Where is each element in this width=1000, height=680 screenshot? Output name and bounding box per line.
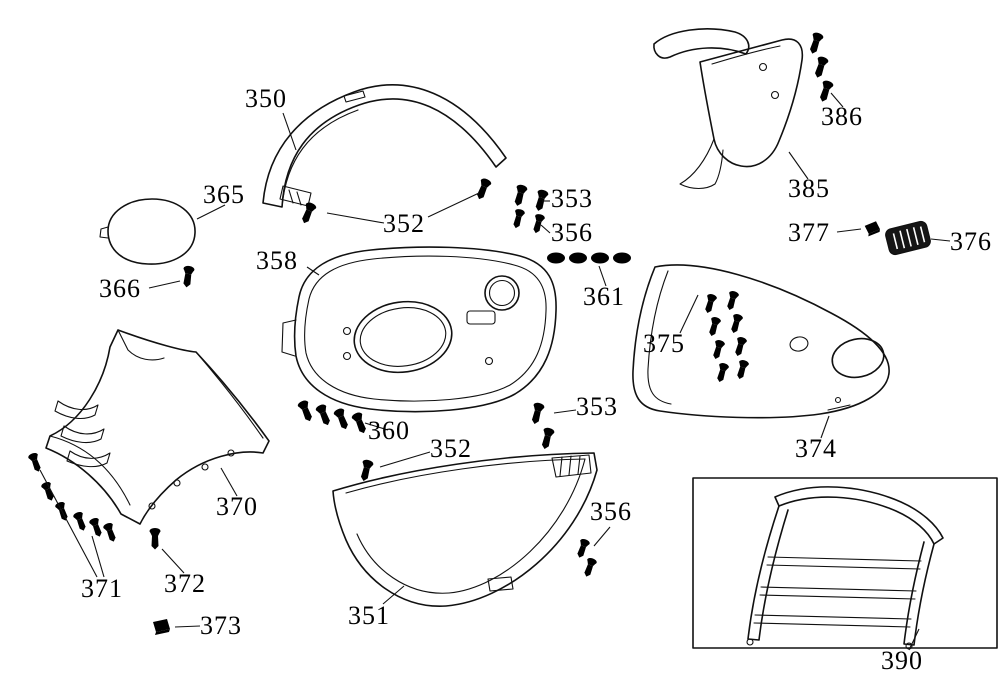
part-386-screws [807, 31, 835, 104]
clip-icon [864, 220, 881, 237]
screw-icon [702, 293, 718, 315]
part-label-358: 358 [256, 246, 298, 275]
part-373-clip [153, 619, 170, 635]
part-label-374: 374 [795, 434, 837, 463]
part-label-352-mid: 352 [430, 434, 472, 463]
screw-icon [734, 359, 750, 381]
part-label-371: 371 [81, 574, 123, 603]
screw-icon [149, 528, 161, 550]
part-375-screws [702, 290, 750, 384]
leader-lines [39, 92, 951, 651]
screw-icon [574, 537, 591, 560]
part-label-353-mid: 353 [576, 392, 618, 421]
part-360-bolts [296, 399, 370, 436]
part-label-375: 375 [643, 329, 685, 358]
screw-icon [530, 213, 546, 235]
part-353-mid-screws [529, 401, 556, 451]
screw-icon [728, 313, 744, 335]
screw-icon [314, 403, 334, 428]
washer-icon [547, 252, 565, 264]
part-label-361: 361 [583, 282, 625, 311]
part-label-356-lower: 356 [590, 497, 632, 526]
part-390-box [692, 477, 998, 649]
screw-icon [358, 458, 375, 483]
washer-icon [591, 252, 609, 264]
screw-icon [581, 556, 598, 579]
washer-icon [569, 252, 587, 264]
part-361-washers [547, 252, 631, 264]
part-390-carrier-drawing [746, 486, 944, 650]
part-356-lower-screws [574, 537, 598, 579]
part-label-390: 390 [881, 646, 923, 675]
part-label-385: 385 [788, 174, 830, 203]
screw-icon [807, 31, 825, 56]
part-370-front-shield-drawing [45, 329, 270, 525]
part-label-365: 365 [203, 180, 245, 209]
part-371-screws [27, 451, 119, 544]
screw-icon [724, 290, 740, 312]
part-label-353-upper: 353 [551, 184, 593, 213]
part-label-366: 366 [99, 274, 141, 303]
part-label-356-upper: 356 [551, 218, 593, 247]
part-365-pad-drawing [99, 198, 196, 265]
part-352-mid-bolt [358, 458, 375, 483]
part-351-lower-cover-drawing [332, 452, 598, 607]
washer-icon [613, 252, 631, 264]
screw-icon [332, 407, 352, 432]
part-label-350: 350 [245, 84, 287, 113]
screw-icon [296, 399, 316, 424]
screw-icon [473, 177, 493, 202]
part-353-upper-screws [511, 183, 550, 213]
part-372-screw [149, 528, 161, 550]
part-label-386: 386 [821, 102, 863, 131]
screw-icon [40, 480, 57, 503]
part-label-376: 376 [950, 227, 992, 256]
screw-icon [732, 336, 748, 358]
part-366-screw [180, 265, 195, 289]
screw-icon [511, 183, 529, 208]
screw-icon [710, 339, 726, 361]
part-label-377: 377 [788, 218, 830, 247]
part-385-front-panel-drawing [653, 28, 804, 190]
part-377-clip [864, 220, 881, 237]
screw-icon [510, 208, 526, 230]
part-label-352-upper: 352 [383, 209, 425, 238]
clip-icon [153, 619, 170, 635]
screw-icon [27, 451, 44, 474]
screw-icon [817, 79, 835, 104]
screw-icon [102, 521, 119, 544]
grille-icon [885, 220, 931, 256]
screw-icon [529, 401, 546, 426]
screw-icon [88, 516, 105, 539]
part-350-top-cover-drawing [262, 84, 507, 208]
part-label-373: 373 [200, 611, 242, 640]
part-374-rear-cover-drawing [632, 264, 890, 419]
screw-icon [812, 55, 830, 80]
part-356-upper-screws [510, 208, 546, 235]
part-label-372: 372 [164, 569, 206, 598]
screw-icon [180, 265, 195, 289]
screw-icon [539, 426, 556, 451]
screw-icon [706, 316, 722, 338]
screw-icon [714, 362, 730, 384]
screw-icon [72, 510, 89, 533]
part-358-inner-frame-drawing [281, 246, 557, 413]
part-label-351: 351 [348, 601, 390, 630]
part-label-360: 360 [368, 416, 410, 445]
part-376-grille [885, 220, 931, 256]
part-label-370: 370 [216, 492, 258, 521]
